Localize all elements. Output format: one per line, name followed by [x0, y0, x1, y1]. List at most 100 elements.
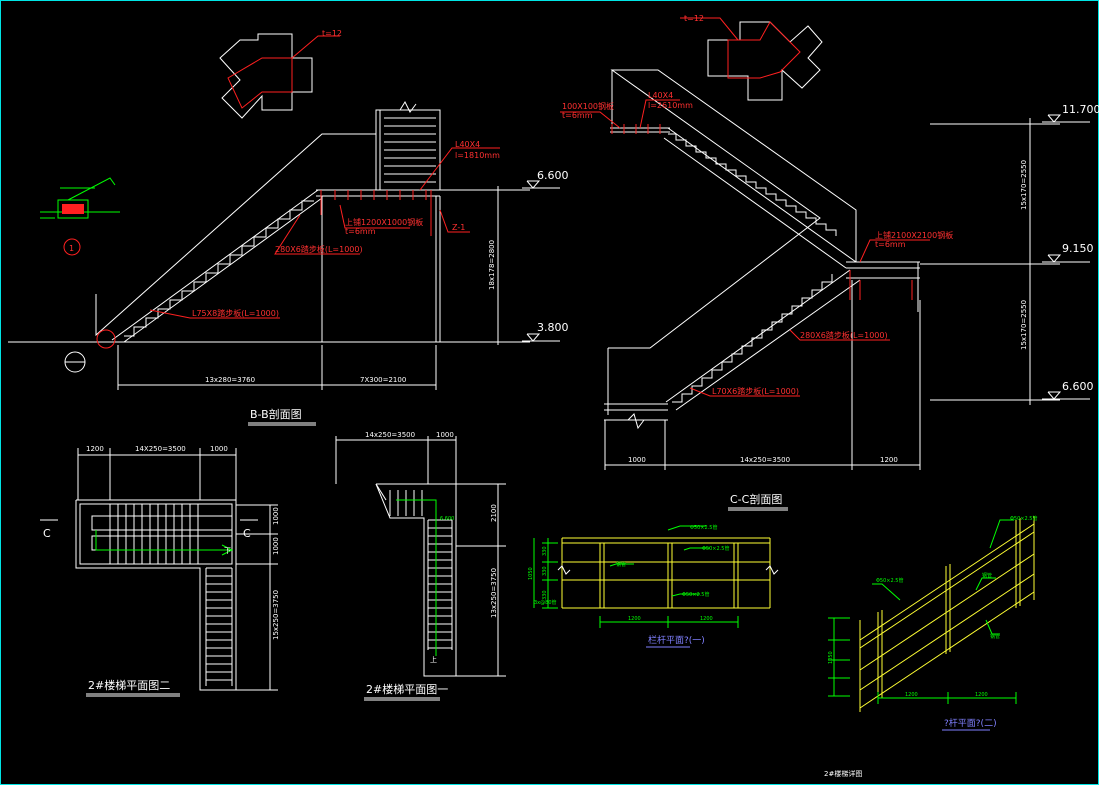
title-cc: C-C剖面图 [730, 492, 782, 506]
detail-mark: 1 [69, 244, 74, 253]
plate-label-bb: 上铺1200X1000钢板 [345, 217, 423, 227]
plan1-dim-top-b: 1000 [436, 431, 454, 439]
section-bb: 13x280=3760 7X300=2100 18x178=2800 6.600… [8, 29, 569, 426]
title-railing2: ?杆平面?(二) [944, 717, 997, 729]
dim-right-cc: 1200 [880, 456, 898, 464]
title-bb: B-B剖面图 [250, 407, 302, 421]
railing1-base: 3x@80管 [534, 599, 557, 606]
title-plan2: 2#楼梯平面图二 [88, 678, 170, 692]
railing2-label-a: Φ50×2.5管 [1010, 515, 1037, 522]
railing2-label-c: 钢管 [982, 572, 992, 579]
plan-two: 1200 14X250=3500 1000 下 [40, 445, 280, 697]
railing2-dims [828, 519, 1017, 704]
plan2-treads [109, 504, 233, 686]
level-bottom-cc: 6.600 [1062, 380, 1094, 393]
angle-length-bb: l=1810mm [455, 151, 500, 160]
railing1-dim-b: 1200 [700, 616, 713, 622]
railing1-dim-a: 1200 [628, 616, 641, 622]
angle-label-cc: L40X4 [648, 91, 673, 100]
railing1-label-a: Φ50×2.5管 [690, 524, 717, 531]
plan1-treads [389, 490, 453, 650]
plan-one: 14x250=3500 1000 上 6.600 2100 13x2 [335, 431, 506, 701]
base-plate [62, 204, 84, 214]
plan2-dim-long: 15x250=3750 [272, 590, 280, 640]
break-mark [399, 100, 417, 113]
railing2-dim-v: 1050 [828, 651, 834, 664]
railing-two: Φ50×2.5管 Φ50×2.5管 钢管 钢管 1200 1200 1050 ?… [828, 515, 1037, 731]
angle-length-cc: l=2610mm [648, 101, 693, 110]
railing1-label-d: Φ50×2.5管 [682, 591, 709, 598]
handrail-cc [608, 69, 857, 349]
steps-upper-cc [668, 133, 837, 236]
dim-vert-lower-cc: 15x170=2550 [1020, 300, 1028, 350]
railing-one: Φ50×2.5管 Φ50×2.5管 钢管 Φ50×2.5管 1200 1200 … [528, 524, 779, 648]
plan2-dim-side-a: 1000 [272, 507, 280, 525]
plate-top-t-cc: t=6mm [562, 111, 593, 120]
plan2-walk-line [95, 530, 232, 551]
railing1-dim-v3: 330 [542, 590, 548, 600]
plan2-dim-b: 14X250=3500 [135, 445, 186, 453]
plan1-walk-line [396, 499, 437, 656]
plan2-dim-c: 1000 [210, 445, 228, 453]
railing2-dim-b: 1200 [975, 692, 988, 698]
plan2-dim-side-b: 1000 [272, 537, 280, 555]
stair-steps-bb [124, 200, 314, 337]
angle-label-bb: L40X4 [455, 140, 480, 149]
railing1-dim-v2: 330 [542, 566, 548, 576]
plan1-dim-right-a: 2100 [490, 504, 498, 522]
annotations-bb [96, 147, 500, 349]
base-detail [40, 177, 120, 219]
section-cc: 1000 14x250=3500 1200 15x170=2550 15x170… [560, 14, 1099, 511]
plan2-dim-a: 1200 [86, 445, 104, 453]
dim-right-bb: 7X300=2100 [360, 376, 406, 384]
upper-flight [379, 109, 441, 191]
stringer-label-cc: L70X6踏步板(L=1000) [712, 386, 799, 396]
plan2-cut-left: C [43, 527, 51, 540]
stringer-top [111, 189, 319, 341]
plan1-level: 6.600 [440, 516, 454, 522]
railing2-frame [859, 516, 1035, 712]
railing1-dims [533, 525, 739, 628]
steps-lower-cc [672, 274, 833, 403]
railing2-label-d: 钢管 [990, 633, 1000, 640]
plate-label-cc: 上铺2100X2100钢板 [875, 230, 953, 240]
plate-top-label-cc: 100X100钢板 [562, 101, 614, 111]
railing1-dim-v1: 330 [542, 546, 548, 556]
dim-vert-upper-cc: 15x170=2550 [1020, 160, 1028, 210]
plate-t-bb: t=6mm [345, 227, 376, 236]
stringer-bottom [123, 197, 323, 343]
tread-label-bb: 280X6踏步板(L=1000) [275, 244, 363, 254]
plan2-down: 下 [224, 547, 231, 555]
annotations-cc [560, 99, 930, 397]
plate-t-cc: t=6mm [875, 240, 906, 249]
detail-circle [63, 238, 81, 256]
level-top-cc: 11.700 [1062, 103, 1099, 116]
tread-label-cc: 280X6踏步板(L=1000) [800, 330, 888, 340]
gusset-detail-cc [680, 17, 823, 101]
level-mid-cc: 9.150 [1062, 242, 1094, 255]
title-railing1: 栏杆平面?(一) [648, 634, 705, 646]
gusset-detail-bb [219, 33, 340, 119]
railing1-label-b: Φ50×2.5管 [702, 545, 729, 552]
plan1-up: 上 [430, 655, 437, 664]
stringer-label-bb: L75X8踏步板(L=1000) [192, 308, 279, 318]
level-bottom-bb: 3.800 [537, 321, 569, 334]
railing1-frame [561, 537, 771, 609]
gusset-t-cc: t=12 [684, 14, 704, 23]
column-label-bb: Z-1 [452, 223, 465, 232]
footer-title: 2#楼梯详图 [824, 769, 862, 778]
railing1-breaks [557, 565, 779, 575]
dim-vertical-text-bb: 18x178=2800 [488, 240, 496, 290]
title-plan1: 2#楼梯平面图一 [366, 682, 448, 696]
dim-left-cc: 1000 [628, 456, 646, 464]
railing1-dim-total: 1050 [528, 567, 534, 580]
level-top-bb: 6.600 [537, 169, 569, 182]
plan1-dim-top-text: 14x250=3500 [365, 431, 415, 439]
railing2-label-b: Φ50×2.5管 [876, 577, 903, 584]
upper-flight-treads [384, 117, 436, 183]
dim-mid-cc: 14x250=3500 [740, 456, 790, 464]
railing2-dim-a: 1200 [905, 692, 918, 698]
railing1-label-c: 钢管 [616, 561, 626, 568]
dim-run-bb: 13x280=3760 [205, 376, 255, 384]
